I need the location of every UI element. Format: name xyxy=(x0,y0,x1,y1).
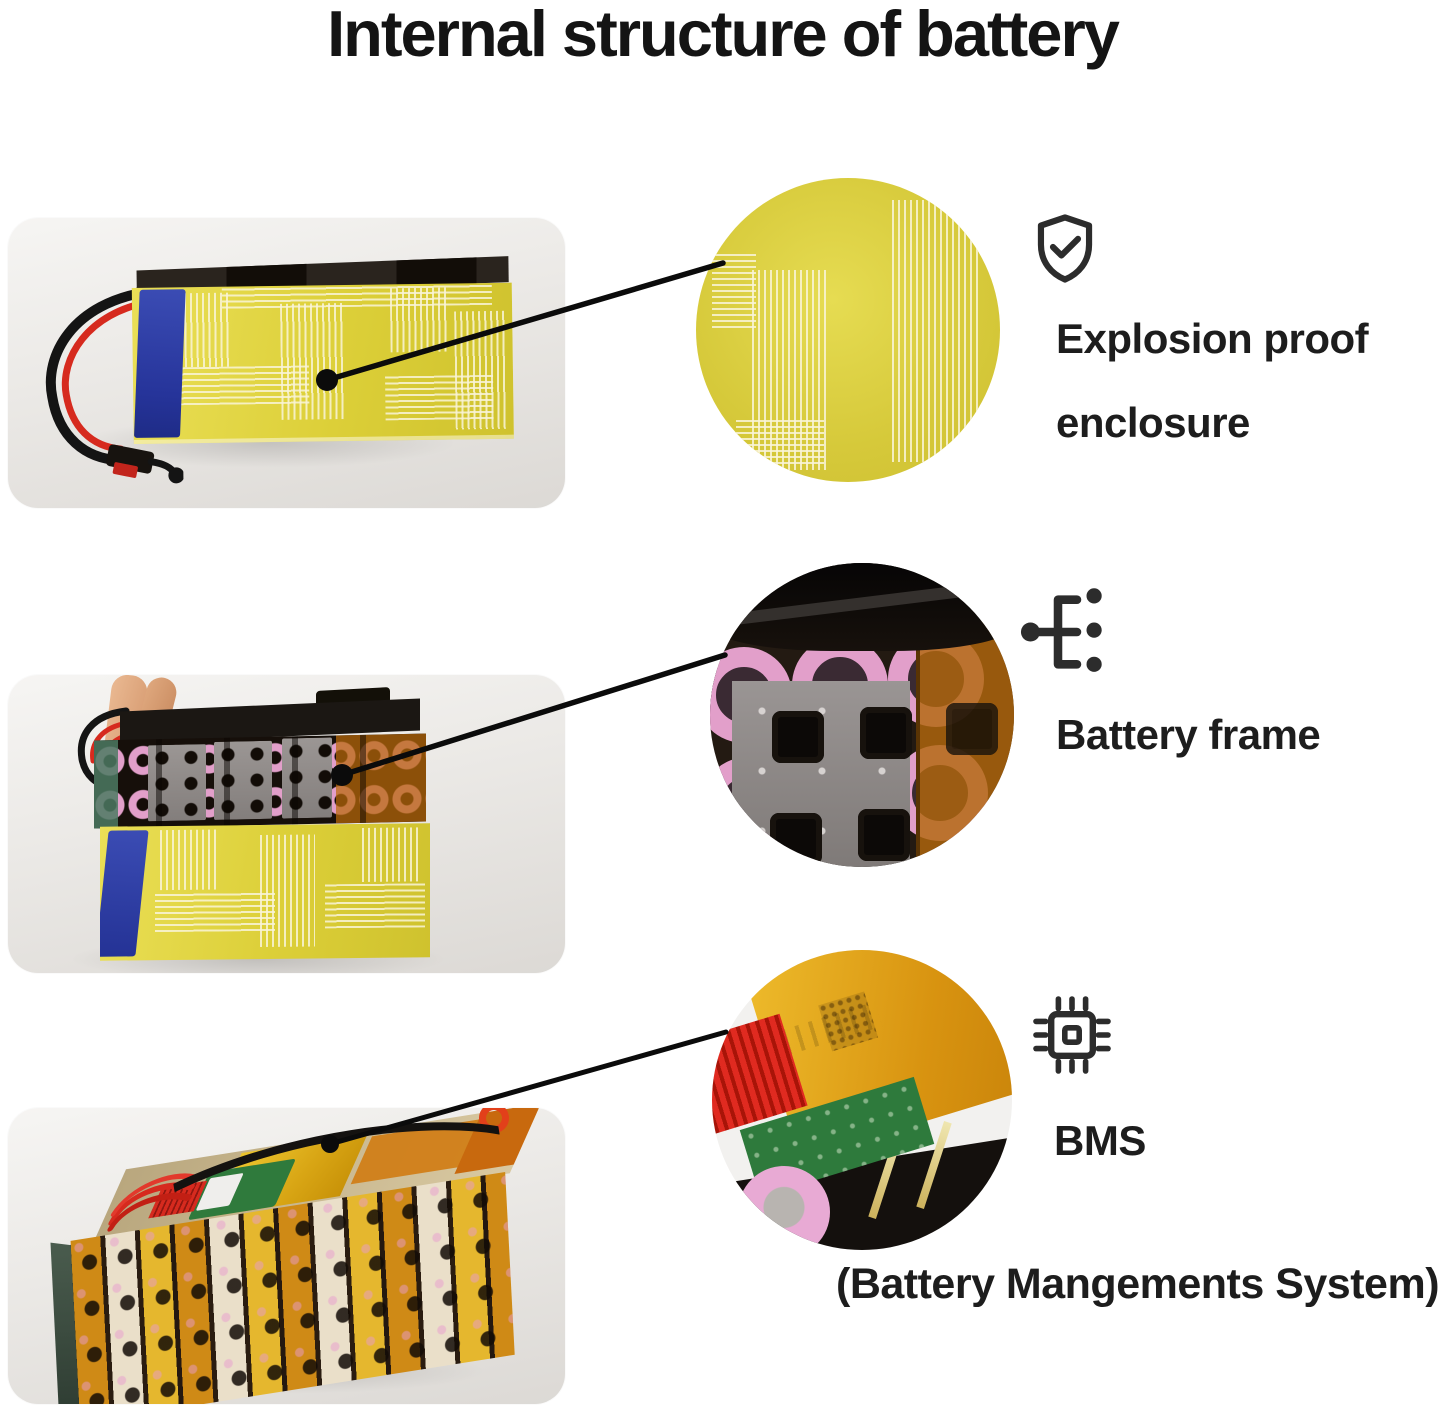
cell-holder-gap xyxy=(946,703,998,755)
page-title: Internal structure of battery xyxy=(327,0,1120,70)
feature-label-battery-frame: Battery frame xyxy=(1056,711,1321,758)
tape-stripe-patch xyxy=(389,287,449,353)
callout-battery-frame-closeup xyxy=(710,563,1014,867)
cell-row-band xyxy=(94,733,426,829)
cell-holder-gap xyxy=(858,809,910,861)
battery-pack-open-top xyxy=(58,675,478,969)
pink-cell xyxy=(738,1166,830,1250)
tape-stripe-patch xyxy=(221,282,493,309)
battery-pack-unwrapped xyxy=(50,1108,564,1404)
tape-stripe-patch xyxy=(325,883,425,929)
callout-enclosure-closeup xyxy=(696,178,1000,482)
tape-stripe-patch xyxy=(892,200,980,462)
callout-bms-closeup xyxy=(712,950,1012,1250)
tape-stripe-patch xyxy=(260,834,315,948)
battery-pack-exterior xyxy=(36,255,514,497)
tape-stripe-patch xyxy=(160,829,220,891)
cell-column-gaps xyxy=(94,733,426,829)
photo-card-battery-exterior xyxy=(8,218,565,508)
cell-holder-gap xyxy=(770,813,822,865)
tape-stripe-patch xyxy=(183,292,231,368)
shield-check-icon xyxy=(1037,214,1093,283)
photo-card-battery-frame xyxy=(8,675,565,973)
blue-tape-strip xyxy=(133,289,186,438)
feature-label-explosion-proof: Explosion proof xyxy=(1056,315,1369,362)
power-wires xyxy=(45,286,184,484)
battery-frame-tree-icon xyxy=(1020,588,1102,672)
photo-card-bms xyxy=(8,1108,565,1404)
feature-label-bms: BMS xyxy=(1054,1117,1146,1164)
tape-stripe-patch xyxy=(736,418,824,464)
tape-stripe-patch xyxy=(155,890,275,933)
feature-label-enclosure: enclosure xyxy=(1056,399,1250,446)
cell-holder-gap xyxy=(860,707,912,759)
tape-stripe-patch xyxy=(362,827,420,882)
cell-holder-gap xyxy=(772,711,824,763)
blue-tape-strip xyxy=(100,830,149,957)
tape-stripe-patch xyxy=(280,303,346,420)
bms-chip-icon xyxy=(1033,996,1111,1074)
bms-footnote: (Battery Mangements System) xyxy=(836,1260,1440,1308)
tape-stripe-patch xyxy=(454,310,508,430)
battery-yellow-body xyxy=(100,823,430,961)
battery-yellow-body xyxy=(131,282,514,444)
tape-stripe-patch xyxy=(712,252,756,328)
